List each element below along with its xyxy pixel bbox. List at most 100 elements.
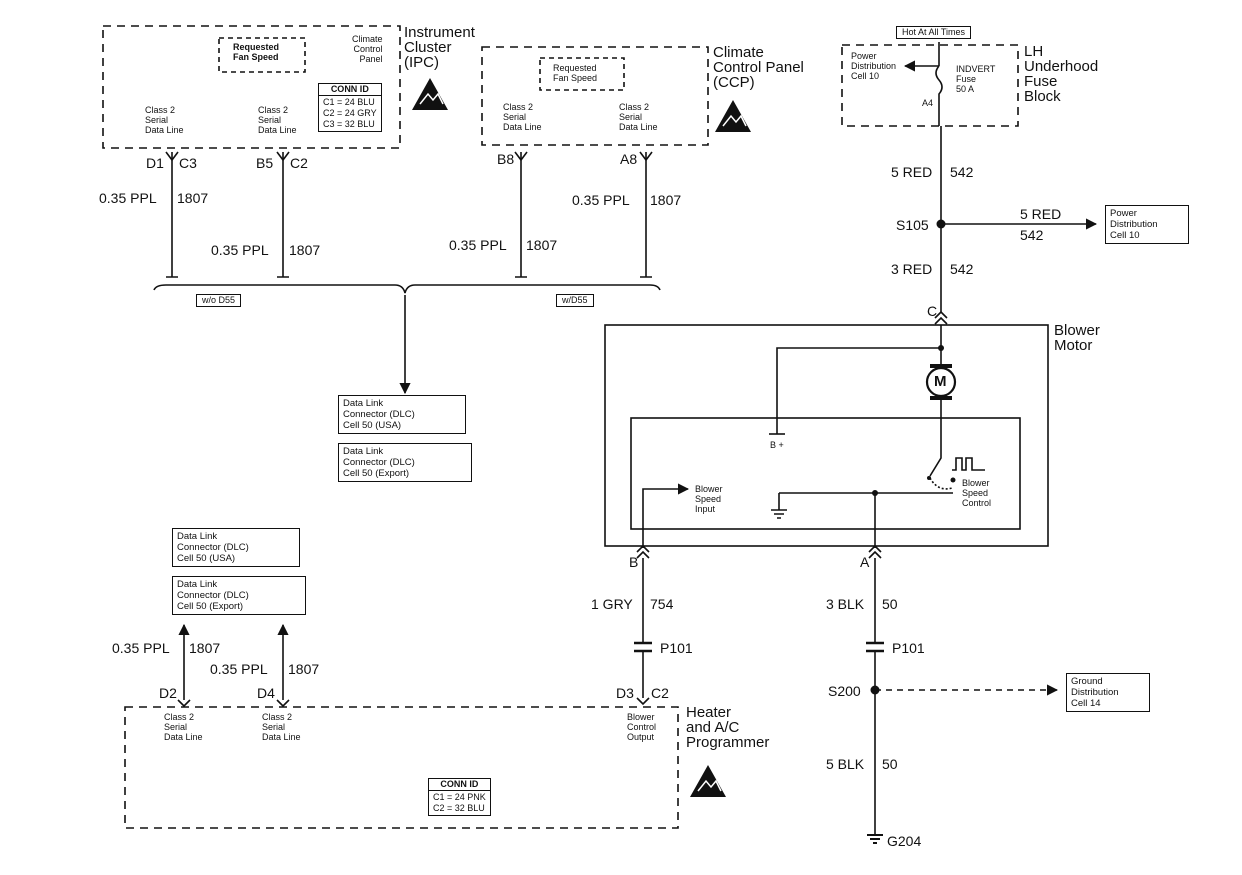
pin-ccp-b8	[514, 151, 528, 162]
wire-hvac-d4-gauge: 0.35 PPL	[210, 661, 268, 677]
wire-ccp-b8-circuit: 1807	[526, 237, 558, 253]
pin-blower-a-lower	[868, 550, 882, 559]
hvac-data-line-1: Class 2 Serial Data Line	[164, 712, 203, 742]
ground-g204: G204	[887, 833, 922, 849]
pin-blower-b-upper	[636, 544, 650, 553]
wire-ccp-b8	[515, 152, 527, 278]
esd-warning-icon	[715, 100, 751, 132]
ipc-pin-d1: D1	[146, 155, 164, 171]
wire-ipc-b5	[277, 152, 289, 278]
ipc-conn-id-table: CONN ID C1 = 24 BLU C2 = 24 GRY C3 = 32 …	[318, 83, 382, 132]
switch-contact	[950, 477, 956, 483]
ipc-data-line-2: Class 2 Serial Data Line	[258, 105, 297, 135]
pin-blower-a-upper	[868, 544, 882, 553]
switch-dotted-arc	[929, 477, 953, 490]
wire-ccp-a8	[640, 152, 652, 278]
blower-pin-b: B	[629, 554, 639, 570]
wire-ipc-b5-circuit: 1807	[289, 242, 321, 258]
dlc-usa-box-top: Data Link Connector (DLC) Cell 50 (USA)	[338, 395, 466, 434]
wire-s105-blower-gauge: 3 RED	[891, 261, 933, 277]
hvac-conn-id-header: CONN ID	[429, 779, 490, 791]
blower-bplus: B +	[770, 440, 784, 450]
wire-s105-branch-circuit: 542	[1020, 227, 1044, 243]
ipc-data-line-1: Class 2 Serial Data Line	[145, 105, 184, 135]
ipc-conn-id-rows: C1 = 24 BLU C2 = 24 GRY C3 = 32 BLU	[323, 97, 377, 129]
connector-p101-a: P101	[892, 640, 925, 656]
wire-ipc-d1-circuit: 1807	[177, 190, 209, 206]
module-ground-symbol	[771, 509, 787, 519]
wire-s105-branch-gauge: 5 RED	[1020, 206, 1062, 222]
pwm-wave	[952, 457, 985, 471]
junction-dot-2	[872, 490, 878, 496]
hvac-conn-id-rows: C1 = 24 PNK C2 = 32 BLU	[433, 792, 486, 813]
splice-s105: S105	[896, 217, 929, 233]
p101-a-connector	[866, 641, 884, 653]
hvac-boundary	[124, 706, 679, 829]
fuse-symbol	[935, 65, 943, 126]
wire-ccp-a8-circuit: 1807	[650, 192, 682, 208]
hvac-data-line-2: Class 2 Serial Data Line	[262, 712, 301, 742]
option-with-d55: w/D55	[556, 294, 594, 307]
wire-s200-gauge: 5 BLK	[826, 756, 865, 772]
esd-warning-icon	[690, 765, 726, 797]
wire-bplus	[776, 325, 942, 434]
option-brace	[153, 284, 661, 294]
hvac-pin-d3: D3	[616, 685, 634, 701]
ccp-title: Climate Control Panel (CCP)	[713, 44, 804, 91]
ipc-requested-box	[218, 37, 306, 73]
wire-hvac-d4-circuit: 1807	[288, 661, 320, 677]
dlc-usa-box-bottom: Data Link Connector (DLC) Cell 50 (USA)	[172, 528, 300, 567]
hvac-pin-d2: D2	[159, 685, 177, 701]
hvac-pin-d4: D4	[257, 685, 275, 701]
ipc-boundary	[102, 25, 401, 149]
p101-b-connector	[634, 641, 652, 653]
wire-hvac-d2-gauge: 0.35 PPL	[112, 640, 170, 656]
blower-speed-input-label: Blower Speed Input	[695, 484, 723, 514]
ccp-data-line-1: Class 2 Serial Data Line	[503, 102, 542, 132]
wire-blower-b-circuit: 754	[650, 596, 674, 612]
wire-module-ground	[778, 492, 875, 510]
g204-ground-symbol	[867, 834, 883, 844]
fuse-pin-a4: A4	[922, 98, 934, 108]
ccp-pin-b8: B8	[497, 151, 515, 167]
splice-s200: S200	[828, 683, 861, 699]
pin-blower-c-lower	[934, 316, 948, 325]
splice-s105-dot	[936, 219, 946, 229]
ipc-ccp-label: Climate Control Panel	[352, 34, 383, 64]
pin-ipc-b5	[276, 151, 290, 162]
wire-ipc-b5-gauge: 0.35 PPL	[211, 242, 269, 258]
option-without-d55: w/o D55	[196, 294, 242, 307]
wire-s105-blower-circuit: 542	[950, 261, 974, 277]
blower-speed-control-label: Blower Speed Control	[962, 478, 992, 508]
ipc-requested-fan-speed: Requested Fan Speed	[233, 42, 280, 62]
ground-distribution-box: Ground Distribution Cell 14	[1066, 673, 1150, 712]
fuse-label: INDVERT Fuse 50 A	[956, 64, 996, 94]
hot-at-all-times-label: Hot At All Times	[896, 26, 972, 39]
hvac-blower-control-output: Blower Control Output	[627, 712, 657, 742]
connector-p101-b: P101	[660, 640, 693, 656]
wire-to-pd10	[905, 58, 940, 66]
ipc-pin-c2: C2	[290, 155, 308, 171]
junction-dot-1	[938, 345, 944, 351]
pin-ipc-d1	[165, 151, 179, 162]
ipc-pin-b5: B5	[256, 155, 274, 171]
blower-pin-c: C	[927, 303, 938, 319]
power-distribution-box: Power Distribution Cell 10	[1105, 205, 1189, 244]
esd-warning-icon	[412, 78, 448, 110]
wire-ccp-a8-gauge: 0.35 PPL	[572, 192, 630, 208]
wire-fuse-out-gauge: 5 RED	[891, 164, 933, 180]
pin-hvac-d3	[636, 697, 650, 706]
ccp-data-line-2: Class 2 Serial Data Line	[619, 102, 658, 132]
ipc-title: Instrument Cluster (IPC)	[404, 24, 475, 71]
wire-blower-a-gauge: 3 BLK	[826, 596, 865, 612]
wire-speed-input	[642, 483, 690, 548]
ccp-requested-fan-speed: Requested Fan Speed	[553, 63, 598, 83]
blower-pin-a: A	[860, 554, 870, 570]
splice-s200-dot	[870, 685, 880, 695]
motor-symbol: M	[934, 373, 947, 390]
pin-hvac-d4	[276, 699, 290, 708]
wire-s200-circuit: 50	[882, 756, 898, 772]
hvac-pin-c2: C2	[651, 685, 669, 701]
